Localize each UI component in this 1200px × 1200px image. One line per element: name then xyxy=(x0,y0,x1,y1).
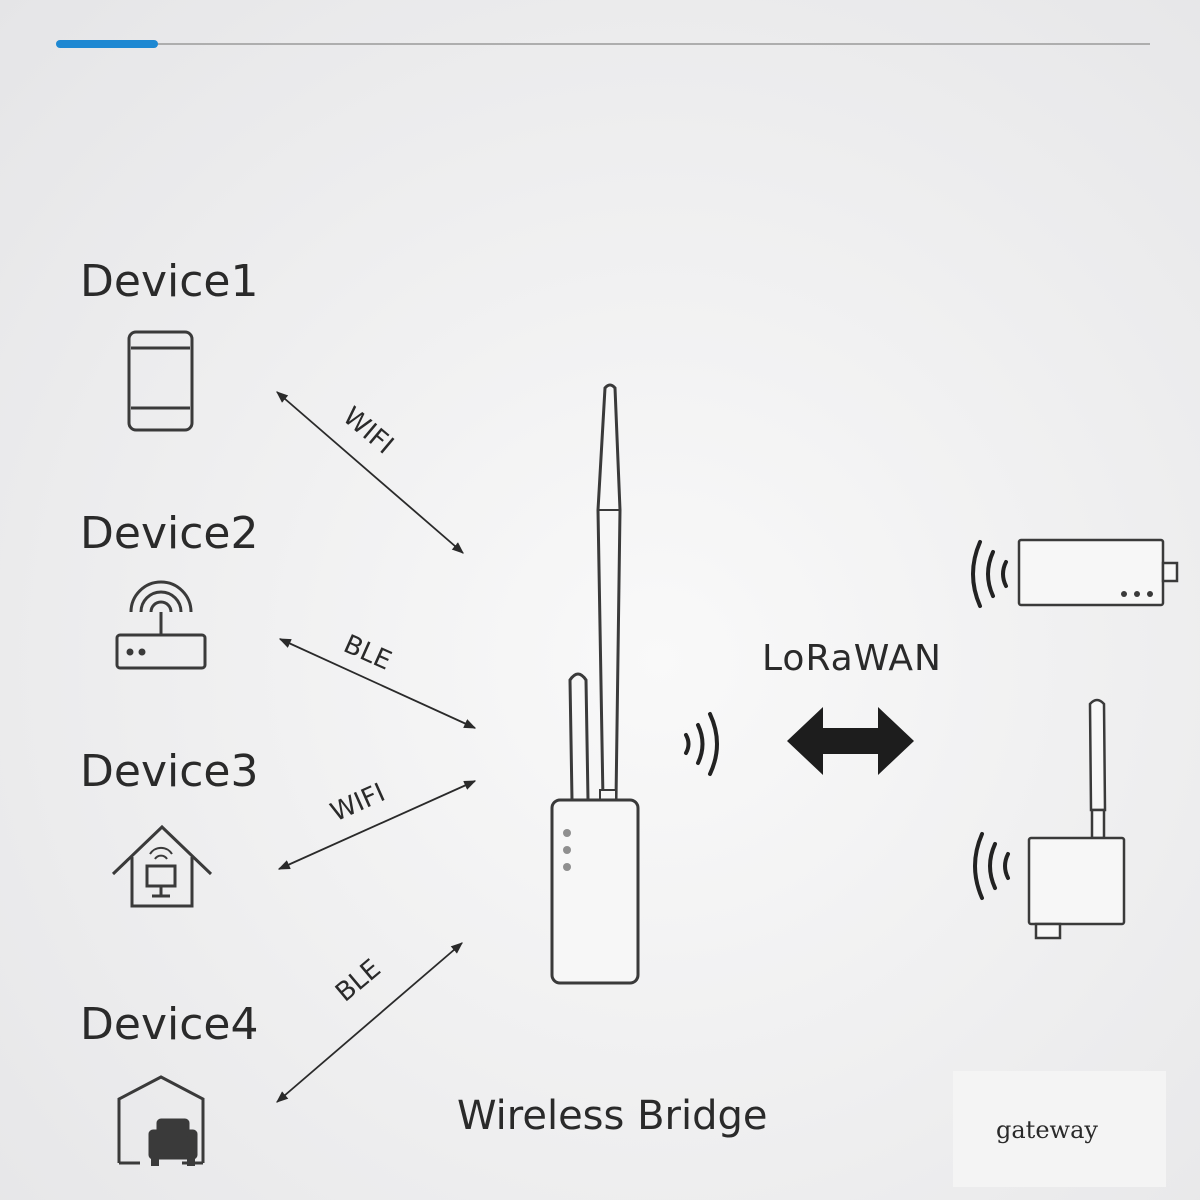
gateway-caption: gateway xyxy=(996,1116,1098,1144)
link-arrow-device2 xyxy=(278,638,477,729)
device2-label: Device2 xyxy=(80,508,259,559)
wireless-bridge-device-icon xyxy=(550,383,640,985)
garage-car-icon xyxy=(117,1075,205,1166)
lorawan-label: LoRaWAN xyxy=(762,638,942,679)
wireless-bridge-caption: Wireless Bridge xyxy=(457,1093,768,1139)
device4-label: Device4 xyxy=(80,999,259,1050)
gateway-antenna-device-icon xyxy=(1027,698,1126,940)
gateway-box-device-icon xyxy=(1017,538,1179,607)
smartphone-icon xyxy=(127,330,194,432)
gateway-antenna-signal-icon xyxy=(973,832,1010,900)
signal-waves-icon xyxy=(684,712,719,776)
device3-label: Device3 xyxy=(80,746,259,797)
gateway-caption-box: gateway xyxy=(953,1071,1166,1187)
link-arrow-device3 xyxy=(277,780,477,870)
lorawan-double-arrow-icon xyxy=(787,707,914,775)
gateway-box-signal-icon xyxy=(971,540,1008,608)
link-arrow-device4 xyxy=(276,942,463,1103)
device1-label: Device1 xyxy=(80,256,259,307)
smart-home-icon xyxy=(111,824,213,908)
router-icon xyxy=(115,580,207,670)
link-arrow-device1 xyxy=(276,391,464,554)
